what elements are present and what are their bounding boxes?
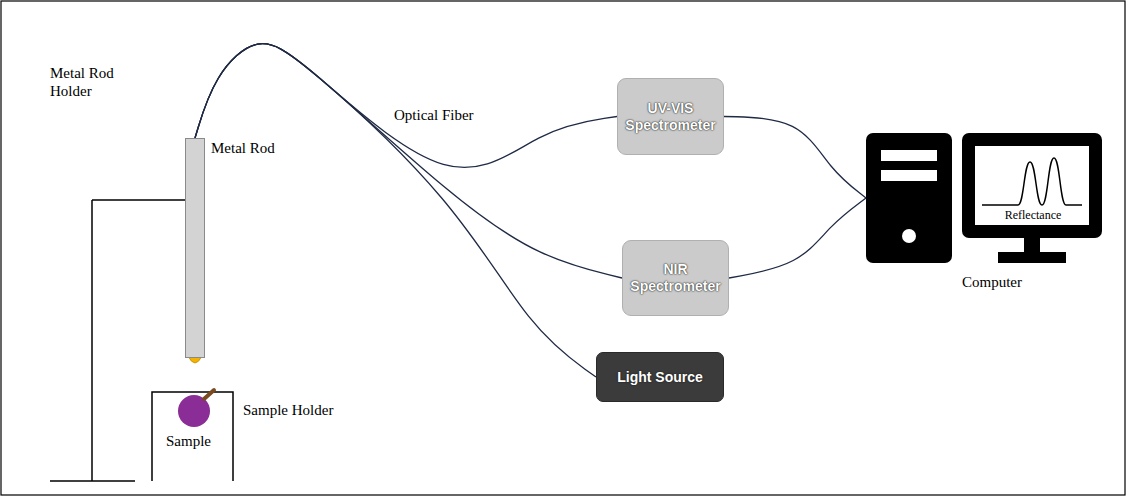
computer-monitor [962,133,1102,263]
computer-icon: Computer [866,133,1102,263]
optical-fiber [195,44,617,168]
optical-fiber [195,44,596,377]
light-source-box: Light Source [596,352,724,402]
spectrometer-box: UV-VIS Spectrometer [617,78,724,155]
part-label: Sample Holder [243,401,333,419]
data-cable [729,198,866,278]
sample-stem [204,390,214,399]
computer-tower [866,133,952,263]
box-title: UV-VIS Spectrometer [618,100,723,134]
fiber-label: Optical Fiber [392,106,476,124]
spectrometer-box: NIR Spectrometer [622,240,729,316]
box-title: NIR Spectrometer [623,261,728,295]
node-label: Computer [962,273,1022,291]
screen-label: Reflectance [990,208,1076,222]
data-cable [724,117,866,199]
box-title: Light Source [611,369,709,386]
metal-rod: Metal Rod [185,138,205,358]
rod-holder-stand [50,200,186,481]
part-label: Metal Rod Holder [50,64,130,100]
sample-holder [152,392,233,481]
part-label: Sample [166,432,211,450]
node-label: Metal Rod [211,139,275,157]
